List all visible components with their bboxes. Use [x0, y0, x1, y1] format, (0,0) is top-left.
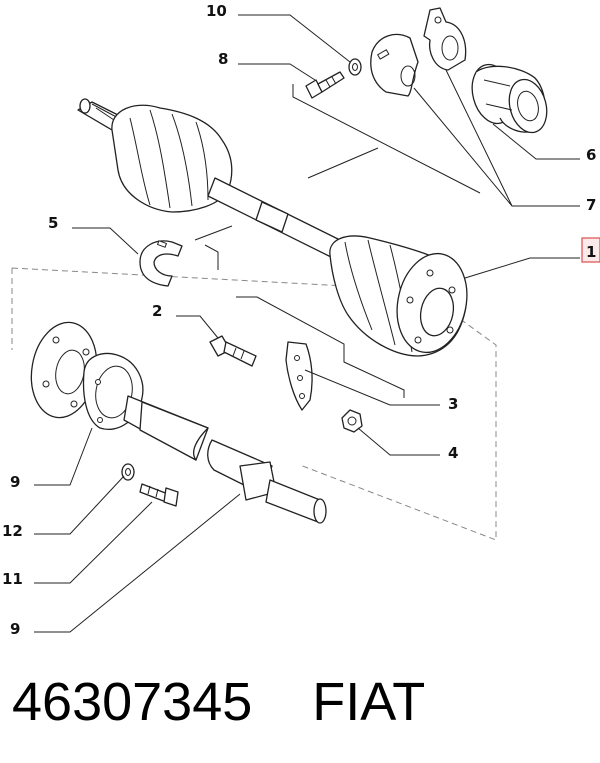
callout-10: 10 [206, 2, 227, 20]
callout-11: 11 [2, 570, 23, 588]
bolt-2[interactable] [209, 335, 257, 367]
bearing-cap-7[interactable] [370, 7, 467, 97]
brand-name: FIAT [312, 672, 426, 732]
callout-6: 6 [586, 146, 596, 164]
part-caption: 46307345 FIAT [12, 664, 425, 740]
half-ring-5[interactable] [139, 240, 183, 287]
bolt-11[interactable] [139, 483, 179, 507]
intermediate-shaft-9[interactable] [24, 317, 327, 524]
callout-1-highlight [581, 237, 600, 263]
callout-7: 7 [586, 196, 596, 214]
callout-1: 1 [586, 243, 596, 261]
callout-9-upper: 9 [10, 473, 20, 491]
caption-gap [252, 672, 312, 732]
leader-lines [34, 14, 580, 633]
drive-shaft-main[interactable] [77, 98, 476, 359]
callout-4: 4 [448, 444, 458, 462]
bearing-6[interactable] [466, 60, 552, 137]
callout-8: 8 [218, 50, 228, 68]
callout-3: 3 [448, 395, 458, 413]
exploded-parts-diagram: 10 8 6 7 1 5 2 3 4 9 12 11 9 [2, 2, 600, 638]
bolt-8[interactable] [305, 71, 345, 99]
washer-10[interactable] [348, 58, 362, 76]
nut-4[interactable] [341, 409, 363, 433]
callout-5: 5 [48, 214, 58, 232]
bracket-plate-3[interactable] [285, 341, 313, 411]
guide-bracket-upper [194, 84, 481, 398]
washer-12[interactable] [121, 463, 135, 481]
part-number: 46307345 [12, 672, 253, 732]
callout-12: 12 [2, 522, 23, 540]
callout-9-lower: 9 [10, 620, 20, 638]
callout-2: 2 [152, 302, 162, 320]
callout-labels: 10 8 6 7 1 5 2 3 4 9 12 11 9 [2, 2, 600, 638]
